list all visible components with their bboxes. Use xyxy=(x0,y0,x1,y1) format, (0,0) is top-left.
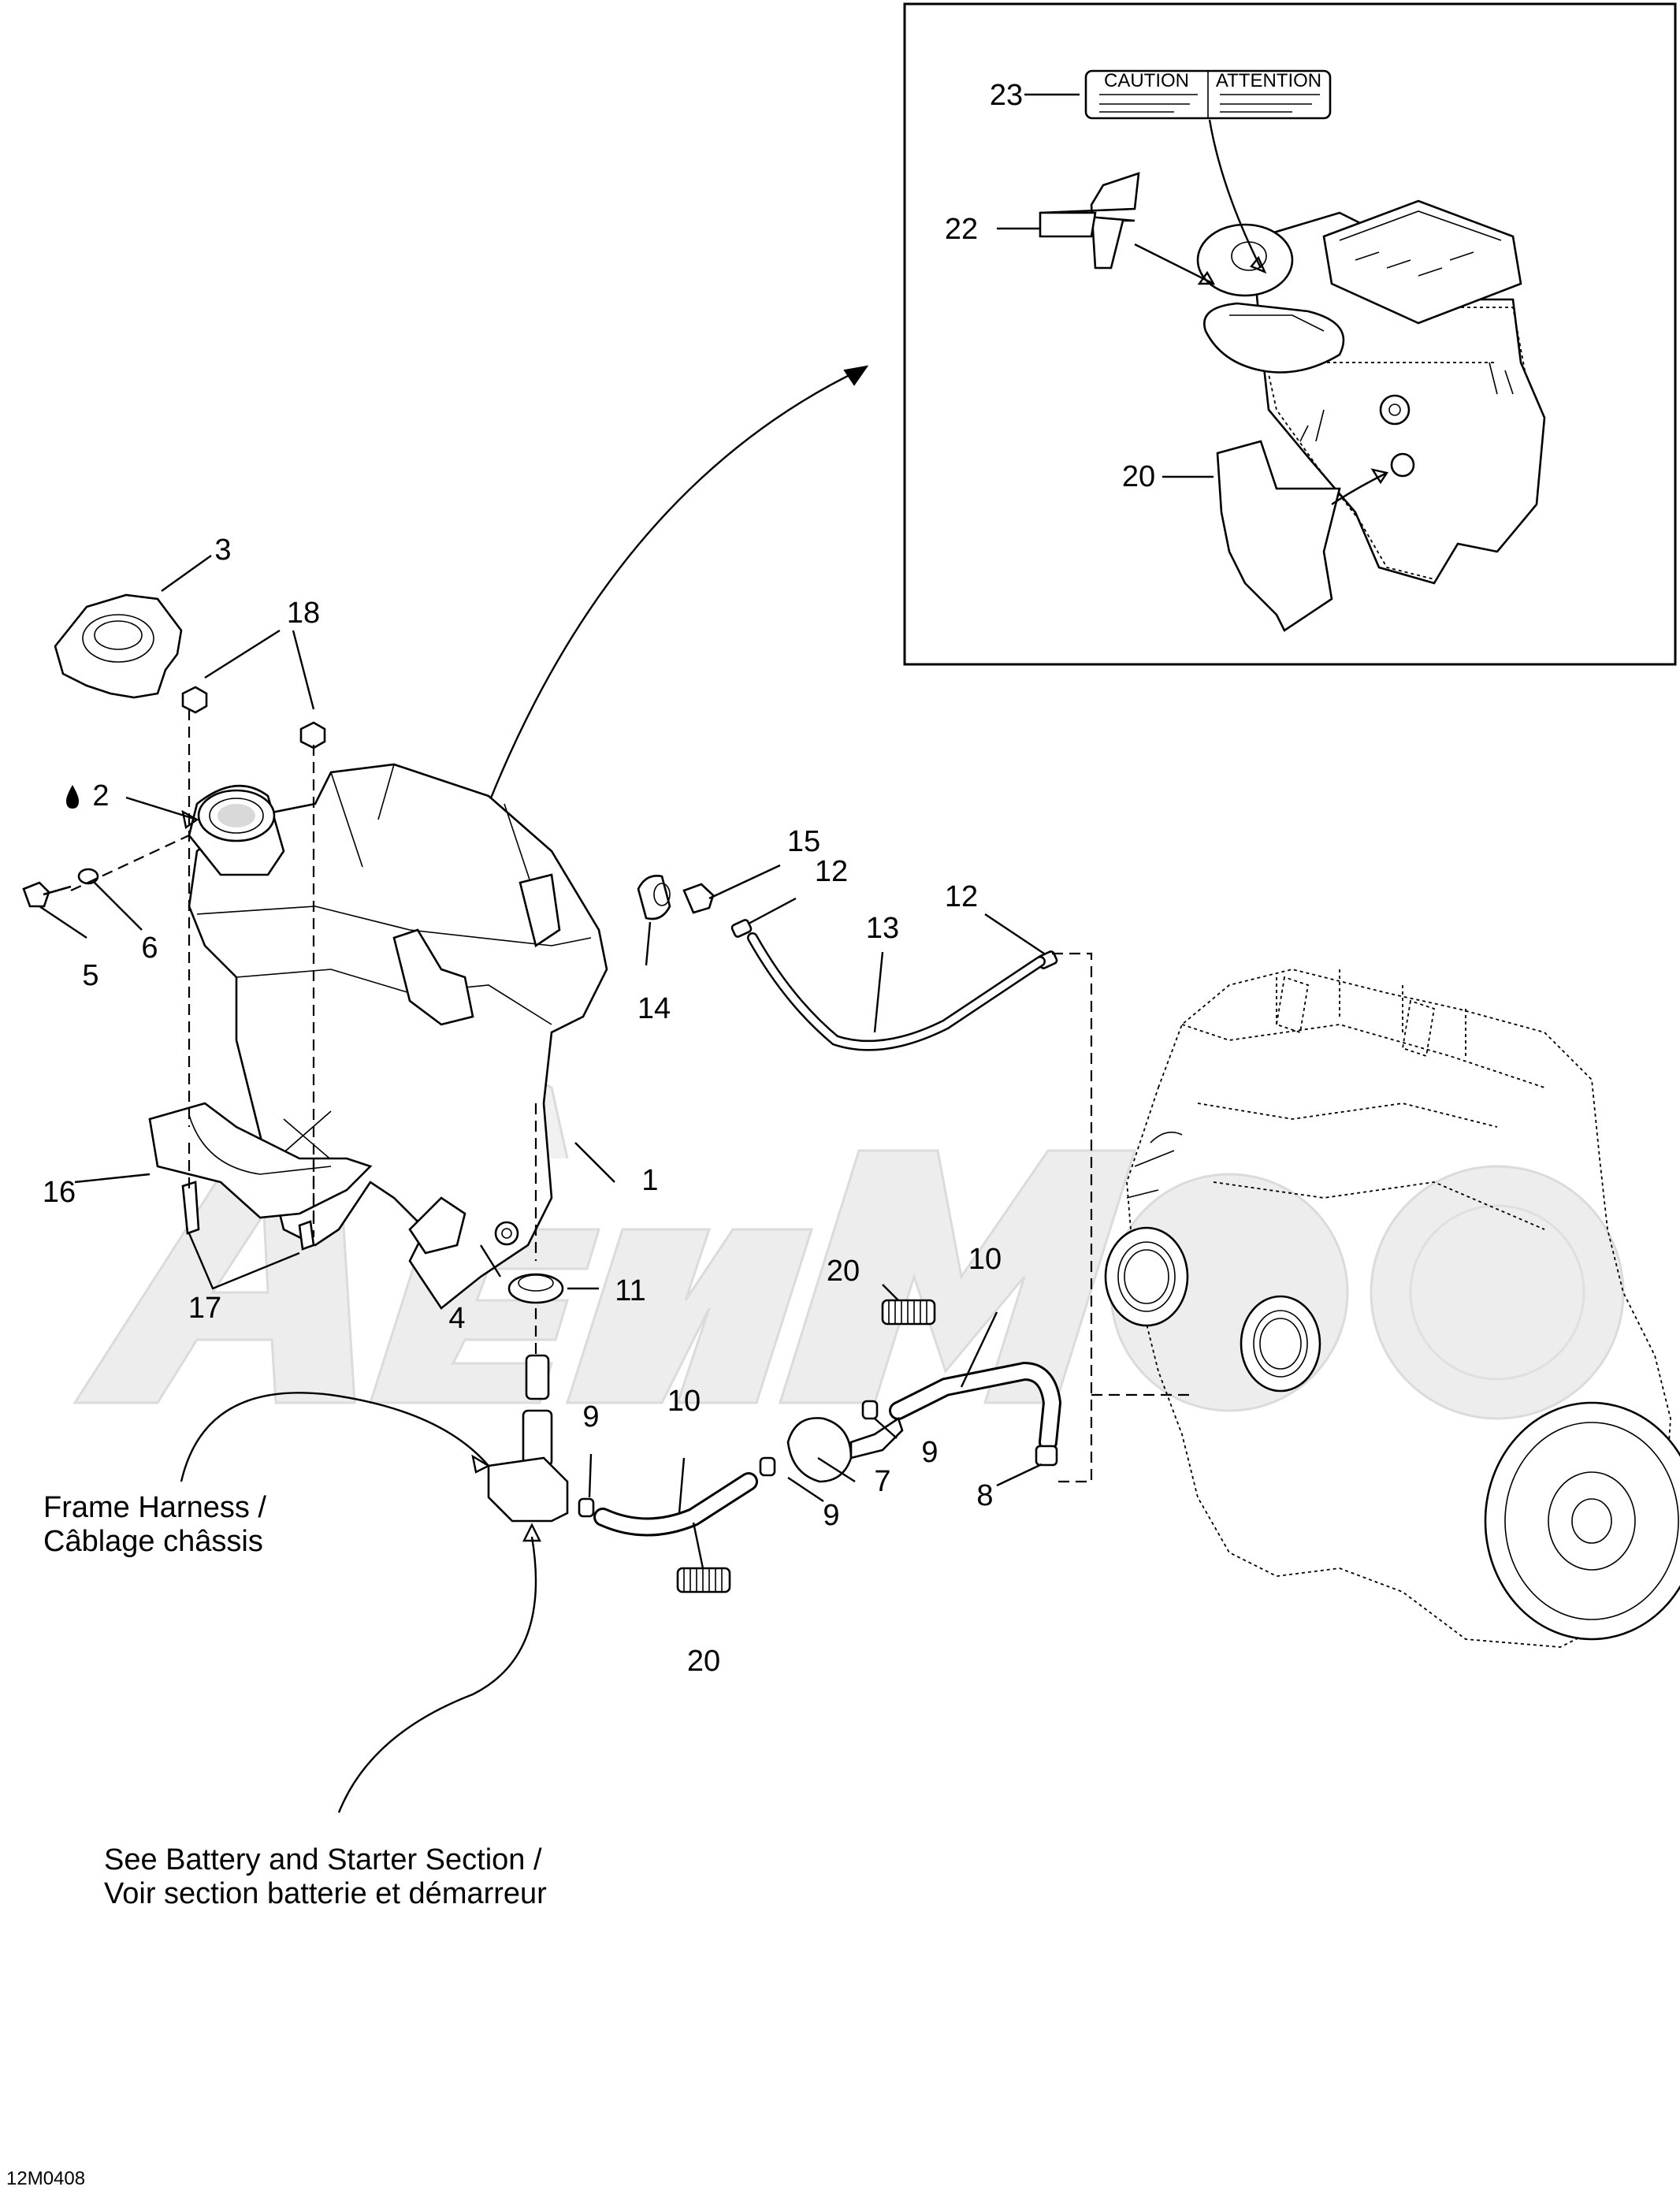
callout-17: 17 xyxy=(188,1292,221,1325)
callout-4: 4 xyxy=(448,1302,465,1335)
intake-2 xyxy=(1240,1295,1321,1393)
decal-23: CAUTION ATTENTION xyxy=(1084,69,1332,120)
detail-arrow xyxy=(487,369,860,805)
inset-leaders xyxy=(997,93,1388,505)
intake-1 xyxy=(1104,1226,1189,1327)
callout-leaders xyxy=(39,555,1045,1813)
callout-12b: 12 xyxy=(945,880,978,913)
callout-16: 16 xyxy=(43,1176,76,1209)
decal-caution-text: CAUTION xyxy=(1104,70,1189,91)
callout-20: 20 xyxy=(827,1255,860,1288)
skid-plate xyxy=(148,1102,373,1219)
frame-harness-note-en: Frame Harness / xyxy=(43,1491,266,1524)
callout-3: 3 xyxy=(214,534,231,567)
spring-19 xyxy=(676,1567,731,1593)
callout-23: 23 xyxy=(990,79,1023,112)
callout-22: 22 xyxy=(945,213,978,246)
inset-engine xyxy=(1196,199,1546,585)
callout-10b: 10 xyxy=(667,1385,701,1418)
tank-cap xyxy=(54,593,183,699)
decal-21 xyxy=(1216,440,1341,632)
decal-attention-text: ATTENTION xyxy=(1216,70,1321,91)
callout-10a: 10 xyxy=(968,1243,1002,1276)
routing-lines xyxy=(70,709,1190,1483)
detail-arrow-head xyxy=(843,365,869,386)
hoses xyxy=(578,932,1062,1593)
callout-21: 20 xyxy=(1122,460,1155,493)
level-sensor xyxy=(487,1354,569,1523)
callout-5: 5 xyxy=(82,959,98,992)
callout-numbers: 3 18 2 6 5 14 15 12 13 12 1 16 17 4 11 2… xyxy=(43,79,1155,1678)
callout-8: 8 xyxy=(976,1479,993,1512)
inset-frame xyxy=(903,2,1677,666)
engine xyxy=(1104,969,1680,1648)
decal-22 xyxy=(1039,172,1140,270)
callout-12a: 12 xyxy=(815,855,848,888)
callout-11: 11 xyxy=(615,1274,645,1307)
callout-7: 7 xyxy=(874,1465,890,1498)
battery-section-note-fr: Voir section batterie et démarreur xyxy=(104,1877,547,1910)
flywheel xyxy=(1484,1401,1680,1641)
frame-harness-note-fr: Câblage châssis xyxy=(43,1525,263,1558)
spring-20 xyxy=(881,1299,936,1326)
callout-6: 6 xyxy=(141,932,158,965)
callout-9b: 9 xyxy=(921,1436,938,1469)
hardware xyxy=(22,686,1058,1304)
battery-section-note-en: See Battery and Starter Section / xyxy=(104,1843,542,1876)
callout-15: 15 xyxy=(787,825,820,858)
notes: Frame Harness / Câblage châssis See Batt… xyxy=(6,1491,547,2189)
diagram-reference-code: 12M0408 xyxy=(6,2168,85,2189)
callout-1: 1 xyxy=(641,1164,658,1197)
callout-14: 14 xyxy=(637,992,671,1025)
callout-18: 18 xyxy=(287,597,320,630)
callout-9a: 9 xyxy=(582,1400,599,1434)
callout-19: 20 xyxy=(687,1645,720,1678)
callout-13: 13 xyxy=(866,912,899,945)
callout-2: 2 xyxy=(92,779,109,813)
callout-9c: 9 xyxy=(823,1499,839,1532)
